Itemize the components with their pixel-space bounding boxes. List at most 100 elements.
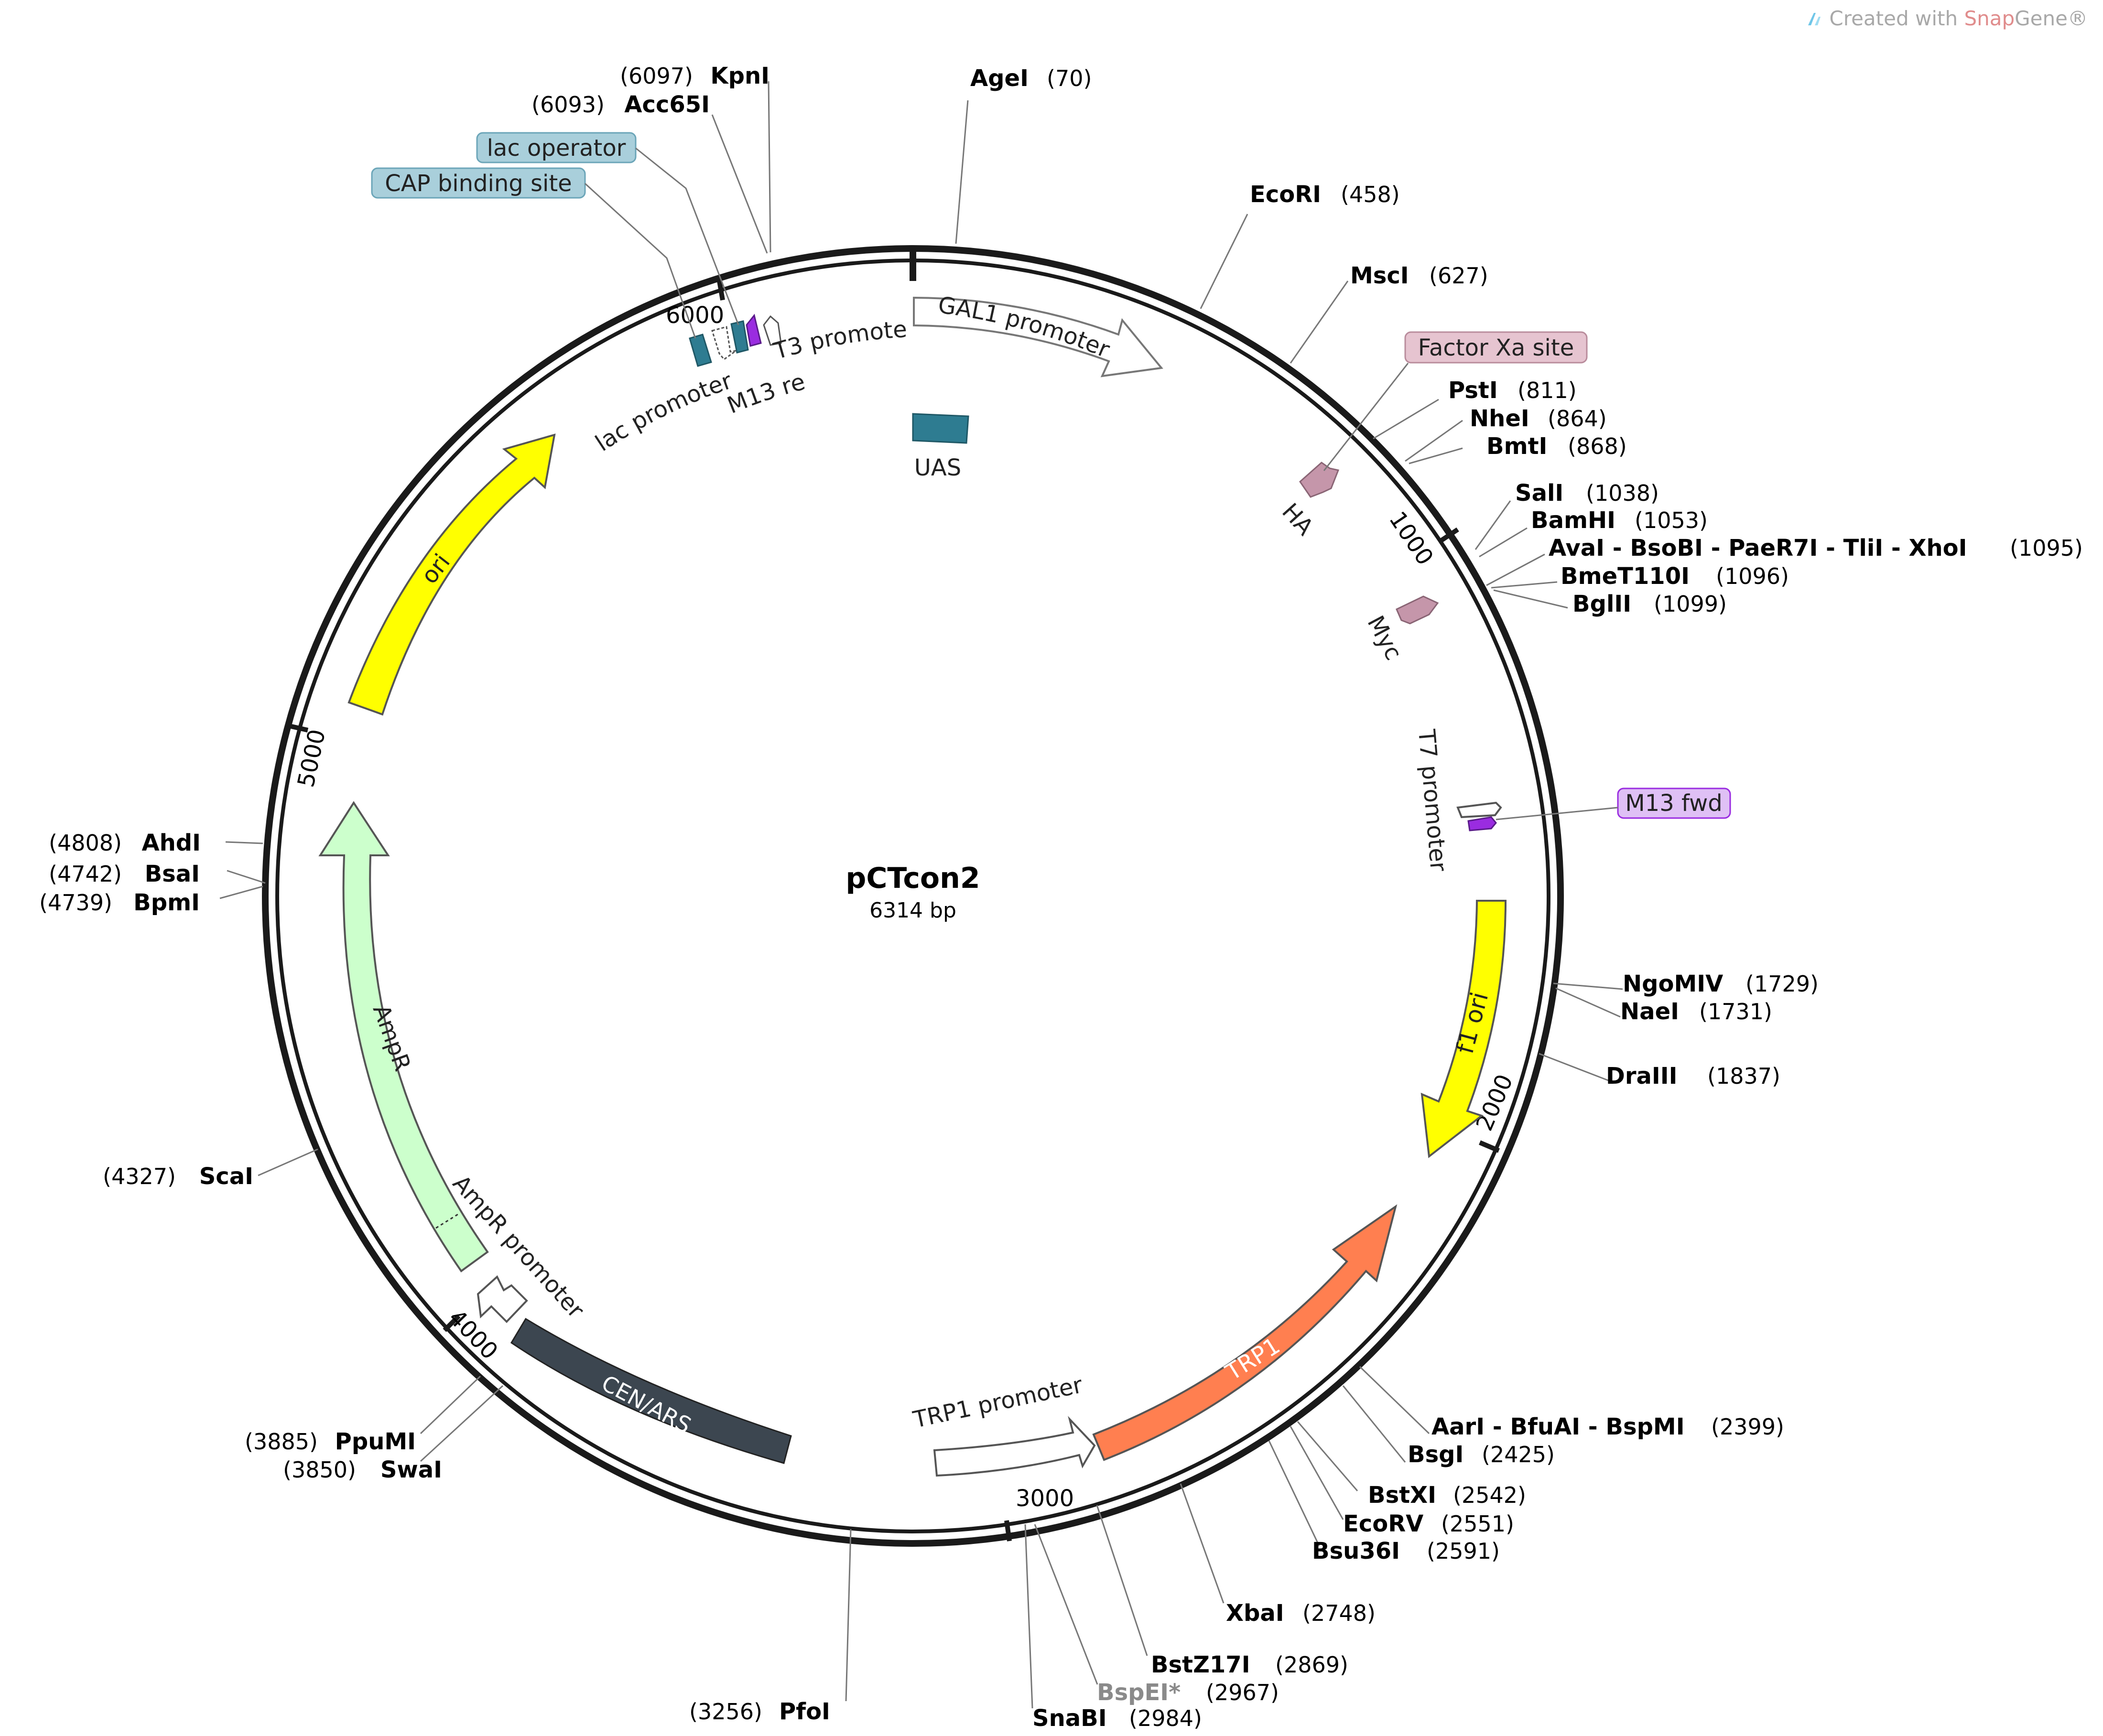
site-pfoi: (3256) PfoI <box>689 1698 830 1725</box>
site-sali-pos: (1038) <box>1586 480 1659 506</box>
site-bmti-name: BmtI <box>1486 433 1547 460</box>
site-bstxi-pos: (2542) <box>1453 1482 1526 1508</box>
site-ecorv-name: EcoRV <box>1343 1510 1423 1537</box>
site-bamhi-pos: (1053) <box>1635 507 1708 533</box>
site-scai-name: ScaI <box>199 1163 253 1190</box>
site-psti-pos: (811) <box>1518 377 1577 403</box>
site-bglii-name: BglII <box>1572 591 1631 617</box>
site-ageI-name: AgeI <box>970 65 1029 92</box>
plasmid-name: pCTcon2 <box>846 862 980 895</box>
site-psti-name: PstI <box>1448 377 1498 404</box>
uas-box <box>912 413 969 444</box>
site-bglii: BglII (1099) <box>1572 591 1727 617</box>
ha-tag-label: HA <box>1277 498 1319 541</box>
site-bmti-pos: (868) <box>1568 433 1627 459</box>
lac-operator-box <box>730 320 749 354</box>
site-kpni-name: KpnI <box>710 63 770 89</box>
site-bpmi: (4739) BpmI <box>39 889 200 916</box>
site-ecorv-pos: (2551) <box>1441 1511 1514 1537</box>
m13-fwd-tag: M13 fwd <box>1617 787 1731 819</box>
cap-binding-site-box <box>689 334 712 367</box>
credit-brand-gene: Gene® <box>2015 7 2088 30</box>
site-bspmi-group-name: AarI - BfuAI - BspMI <box>1431 1413 1685 1440</box>
site-ngomiv: NgoMIV (1729) <box>1623 970 1819 997</box>
site-bsgi: BsgI (2425) <box>1408 1441 1555 1468</box>
m13-fwd-arrow <box>1467 816 1497 831</box>
backbone-outer <box>262 245 1564 1547</box>
site-acc65i-pos: (6093) <box>531 92 605 118</box>
site-bsai-pos: (4742) <box>49 861 122 887</box>
site-ecori-pos: (458) <box>1341 182 1400 207</box>
site-bpmi-name: BpmI <box>133 889 200 916</box>
site-ngomiv-pos: (1729) <box>1745 971 1819 997</box>
plasmid-length: 6314 bp <box>869 898 956 923</box>
site-snabi: SnaBI (2984) <box>1032 1705 1202 1732</box>
site-naei-name: NaeI <box>1620 998 1679 1025</box>
site-acc65i-name: Acc65I <box>624 91 710 118</box>
uas-label: UAS <box>914 454 961 481</box>
site-sali: SalI (1038) <box>1515 480 1659 507</box>
ampr-promoter-arrow <box>477 1275 528 1323</box>
ampr-arrow <box>318 801 489 1272</box>
leader-lines <box>219 81 1623 1709</box>
snapgene-logo-icon <box>1808 13 1821 25</box>
site-kpni: (6097) KpnI <box>620 63 770 89</box>
t7-promoter-arrow <box>1456 801 1502 819</box>
site-nhei-pos: (864) <box>1548 406 1607 431</box>
ampr-signal-divider <box>435 1213 459 1229</box>
site-msci-pos: (627) <box>1429 263 1488 289</box>
site-msci-name: MscI <box>1350 262 1409 289</box>
site-bsu36i: Bsu36I (2591) <box>1312 1538 1500 1564</box>
site-bstxi-name: BstXI <box>1368 1482 1436 1509</box>
site-bspmi-group: AarI - BfuAI - BspMI (2399) <box>1431 1413 1784 1440</box>
trp1-promoter-label: TRP1 promoter <box>911 1371 1085 1434</box>
site-snabi-pos: (2984) <box>1129 1705 1202 1731</box>
site-swai-pos: (3850) <box>283 1457 356 1483</box>
site-bmet110i-name: BmeT110I <box>1561 563 1690 590</box>
site-ppumi: (3885) PpuMI <box>245 1428 416 1455</box>
site-bsai-name: BsaI <box>145 861 200 887</box>
factor-xa-site-text: Factor Xa site <box>1418 334 1574 361</box>
site-bamhi: BamHI (1053) <box>1531 507 1708 534</box>
site-swai-name: SwaI <box>380 1456 442 1483</box>
site-bmet110i: BmeT110I (1096) <box>1561 563 1789 590</box>
lac-operator-text: lac operator <box>487 135 626 162</box>
factor-xa-site-tag: Factor Xa site <box>1404 331 1588 364</box>
site-draiii-name: DraIII <box>1606 1063 1677 1089</box>
site-xhoi-group-name: AvaI - BsoBI - PaeR7I - TliI - XhoI <box>1549 535 1967 561</box>
site-bpmi-pos: (4739) <box>39 890 112 916</box>
site-bspmi-group-pos: (2399) <box>1711 1414 1784 1440</box>
site-ahdi-pos: (4808) <box>49 830 122 856</box>
site-bsu36i-name: Bsu36I <box>1312 1538 1400 1564</box>
cap-binding-site-tag: CAP binding site <box>371 167 586 199</box>
lac-promoter-label: lac promoter <box>591 367 736 457</box>
site-sali-name: SalI <box>1515 480 1563 507</box>
site-bspei: BspEI* (2967) <box>1097 1679 1279 1706</box>
site-scai: (4327) ScaI <box>103 1163 253 1190</box>
site-xbai-name: XbaI <box>1226 1600 1284 1627</box>
cen-ars-block <box>510 1317 792 1464</box>
site-snabi-name: SnaBI <box>1032 1705 1107 1732</box>
gal1-promoter-arrow <box>913 296 1163 377</box>
t3-promoter-arrow <box>763 315 782 346</box>
site-xhoi-group: AvaI - BsoBI - PaeR7I - TliI - XhoI (109… <box>1549 535 2083 561</box>
site-draiii: DraIII (1837) <box>1606 1063 1780 1089</box>
site-bmet110i-pos: (1096) <box>1716 563 1789 589</box>
credit-prefix: Created with <box>1829 7 1964 30</box>
site-scai-pos: (4327) <box>103 1164 176 1189</box>
site-pfoi-pos: (3256) <box>689 1699 762 1725</box>
site-bsgi-pos: (2425) <box>1482 1442 1555 1467</box>
site-msci: MscI (627) <box>1350 262 1488 289</box>
m13-fwd-text: M13 fwd <box>1625 790 1723 817</box>
site-ecorv: EcoRV (2551) <box>1343 1510 1514 1537</box>
site-ageI: AgeI (70) <box>970 65 1092 92</box>
site-ecori-name: EcoRI <box>1250 181 1321 208</box>
m13-rev-arrow <box>746 313 762 347</box>
site-bspei-pos: (2967) <box>1206 1680 1279 1705</box>
site-ageI-pos: (70) <box>1047 65 1092 91</box>
site-bsu36i-pos: (2591) <box>1427 1538 1500 1564</box>
lac-operator-tag: lac operator <box>476 132 637 163</box>
tick-6000: 6000 <box>666 280 725 329</box>
site-bstz17i-name: BstZ17I <box>1151 1651 1250 1678</box>
